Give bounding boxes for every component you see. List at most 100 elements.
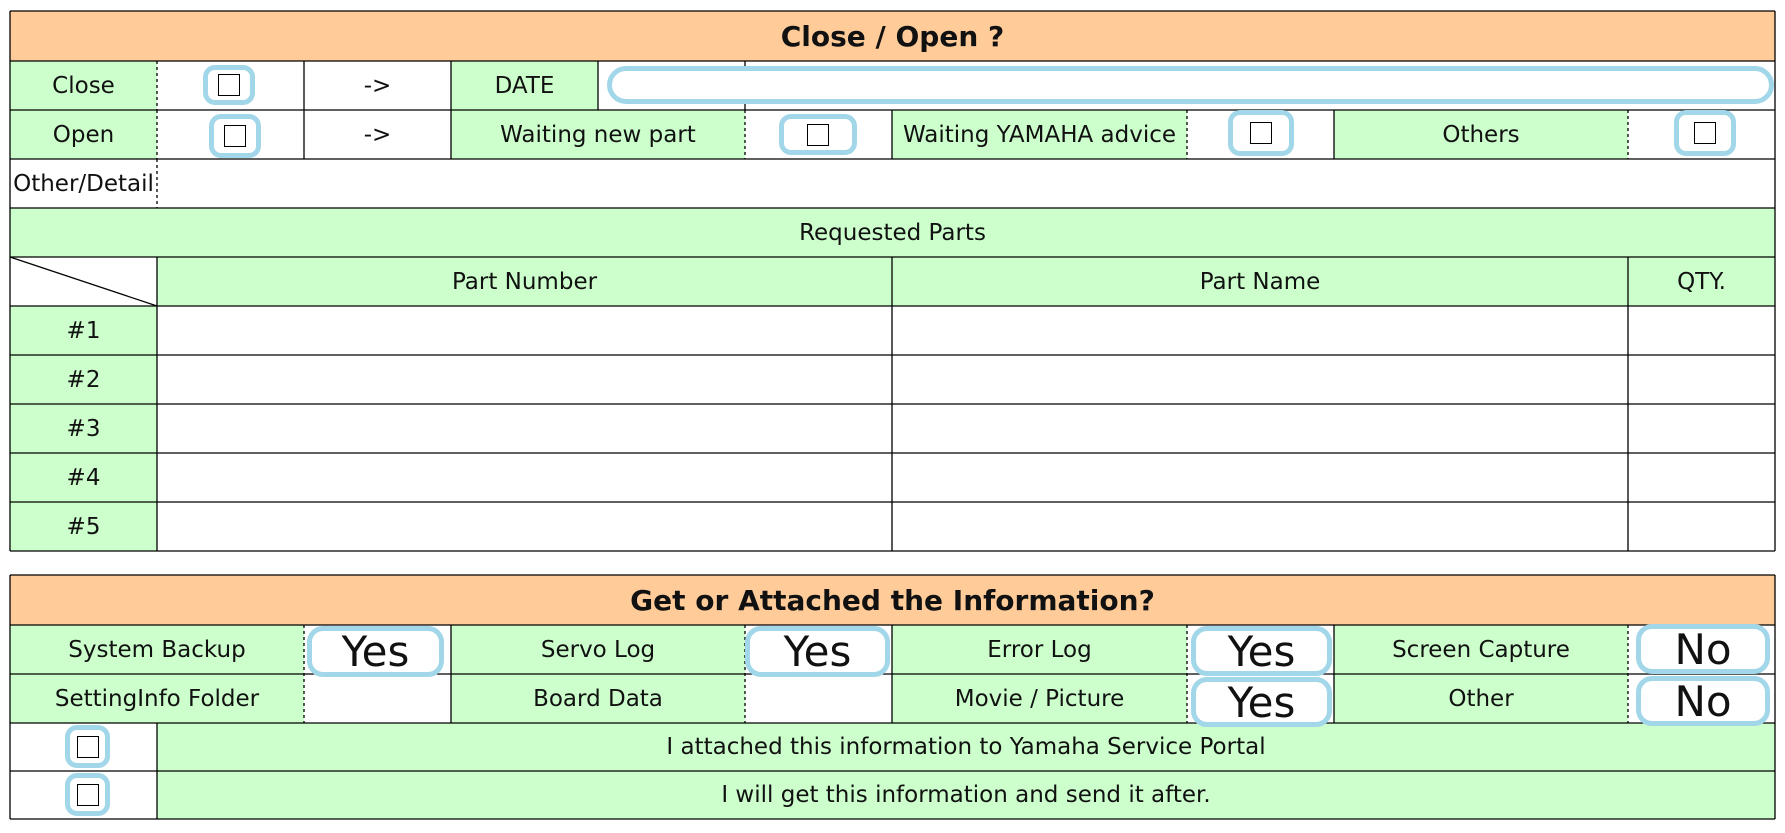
waiting-yamaha-label-cell: Waiting YAMAHA advice — [892, 110, 1187, 159]
row-label-cell: #5 — [10, 502, 157, 551]
qty-cell[interactable] — [1628, 502, 1775, 551]
date-label: DATE — [494, 72, 555, 99]
others-label: Others — [1442, 121, 1520, 148]
qty-column-header: QTY. — [1628, 257, 1775, 306]
screen-capture-value-text: No — [1674, 624, 1732, 674]
qty-cell[interactable] — [1628, 306, 1775, 355]
part-name-cell[interactable] — [892, 306, 1628, 355]
other-detail-label-cell: Other/Detail — [10, 159, 157, 208]
board-data-value-cell[interactable] — [745, 674, 892, 723]
movie-picture-value[interactable]: Yes — [1191, 677, 1332, 727]
send-after-text-cell: I will get this information and send it … — [157, 771, 1775, 819]
error-log-value-text: Yes — [1227, 626, 1296, 676]
part-name-column-header: Part Name — [892, 257, 1628, 306]
system-backup-label: System Backup — [68, 636, 246, 663]
part-number-cell[interactable] — [157, 404, 892, 453]
checkbox-square-icon — [76, 735, 99, 758]
qty-cell[interactable] — [1628, 404, 1775, 453]
system-backup-value[interactable]: Yes — [307, 626, 444, 677]
checkbox-square-icon — [224, 125, 246, 147]
close-checkbox[interactable] — [203, 65, 255, 105]
part-number-cell[interactable] — [157, 502, 892, 551]
servo-log-label-cell: Servo Log — [451, 625, 745, 674]
screen-capture-value[interactable]: No — [1636, 624, 1770, 674]
qty-cell[interactable] — [1628, 355, 1775, 404]
attached-portal-checkbox[interactable] — [65, 725, 110, 768]
close-arrow: -> — [363, 72, 392, 99]
part-name-cell[interactable] — [892, 404, 1628, 453]
open-label: Open — [52, 121, 115, 148]
close-label: Close — [52, 72, 115, 99]
row-label-cell: #3 — [10, 404, 157, 453]
attached-portal-text: I attached this information to Yamaha Se… — [666, 734, 1266, 760]
others-label-cell: Others — [1334, 110, 1628, 159]
other-info-label-cell: Other — [1334, 674, 1628, 723]
qty-cell[interactable] — [1628, 453, 1775, 502]
checkbox-square-icon — [76, 783, 99, 806]
other-detail-value-cell[interactable] — [157, 159, 1775, 208]
close-arrow-cell: -> — [304, 61, 451, 110]
part-number-cell[interactable] — [157, 453, 892, 502]
servo-log-value[interactable]: Yes — [745, 626, 890, 677]
checkbox-square-icon — [807, 123, 829, 146]
checkbox-square-icon — [1694, 122, 1716, 144]
movie-picture-value-text: Yes — [1227, 677, 1296, 727]
board-data-label-cell: Board Data — [451, 674, 745, 723]
movie-picture-label: Movie / Picture — [954, 685, 1125, 712]
attached-portal-text-cell: I attached this information to Yamaha Se… — [157, 723, 1775, 771]
board-data-label: Board Data — [533, 685, 663, 712]
screen-capture-label: Screen Capture — [1392, 636, 1570, 663]
part-number-header-label: Part Number — [451, 268, 598, 295]
waiting-yamaha-checkbox[interactable] — [1228, 110, 1294, 156]
system-backup-label-cell: System Backup — [10, 625, 304, 674]
qty-header-label: QTY. — [1677, 268, 1726, 295]
close-label-cell: Close — [10, 61, 157, 110]
row-label: #3 — [66, 415, 101, 442]
other-info-value[interactable]: No — [1636, 676, 1770, 726]
part-name-cell[interactable] — [892, 355, 1628, 404]
open-arrow-cell: -> — [304, 110, 451, 159]
checkbox-square-icon — [1250, 122, 1272, 144]
error-log-label: Error Log — [987, 636, 1092, 663]
open-label-cell: Open — [10, 110, 157, 159]
parts-corner-cell — [10, 257, 157, 306]
requested-parts-title: Requested Parts — [799, 219, 986, 246]
part-name-cell[interactable] — [892, 453, 1628, 502]
information-title: Get or Attached the Information? — [630, 583, 1155, 617]
waiting-yamaha-label: Waiting YAMAHA advice — [902, 121, 1177, 148]
part-number-cell[interactable] — [157, 306, 892, 355]
checkbox-square-icon — [218, 74, 240, 96]
waiting-new-part-checkbox[interactable] — [779, 114, 857, 155]
setting-info-label-cell: SettingInfo Folder — [10, 674, 304, 723]
other-info-label: Other — [1448, 685, 1514, 712]
row-label: #1 — [66, 317, 101, 344]
other-info-value-text: No — [1674, 676, 1732, 726]
part-number-column-header: Part Number — [157, 257, 892, 306]
requested-parts-header: Requested Parts — [10, 208, 1775, 257]
open-arrow: -> — [363, 121, 392, 148]
error-log-value[interactable]: Yes — [1191, 626, 1332, 676]
waiting-new-part-label-cell: Waiting new part — [451, 110, 745, 159]
send-after-checkbox[interactable] — [65, 773, 110, 816]
open-checkbox[interactable] — [209, 114, 261, 158]
row-label-cell: #1 — [10, 306, 157, 355]
date-input[interactable] — [607, 66, 1774, 104]
close-open-title: Close / Open ? — [780, 19, 1005, 53]
row-label: #2 — [66, 366, 101, 393]
screen-capture-label-cell: Screen Capture — [1334, 625, 1628, 674]
row-label-cell: #4 — [10, 453, 157, 502]
date-label-cell: DATE — [451, 61, 598, 110]
part-name-header-label: Part Name — [1199, 268, 1321, 295]
row-label: #5 — [66, 513, 101, 540]
part-name-cell[interactable] — [892, 502, 1628, 551]
close-open-header: Close / Open ? — [10, 11, 1775, 61]
part-number-cell[interactable] — [157, 355, 892, 404]
others-checkbox[interactable] — [1674, 110, 1736, 156]
waiting-new-part-label: Waiting new part — [500, 121, 696, 148]
setting-info-value-cell[interactable] — [304, 674, 451, 723]
send-after-text: I will get this information and send it … — [721, 782, 1211, 808]
system-backup-value-text: Yes — [341, 627, 410, 676]
servo-log-value-text: Yes — [783, 627, 852, 676]
setting-info-label: SettingInfo Folder — [54, 685, 260, 712]
error-log-label-cell: Error Log — [892, 625, 1187, 674]
